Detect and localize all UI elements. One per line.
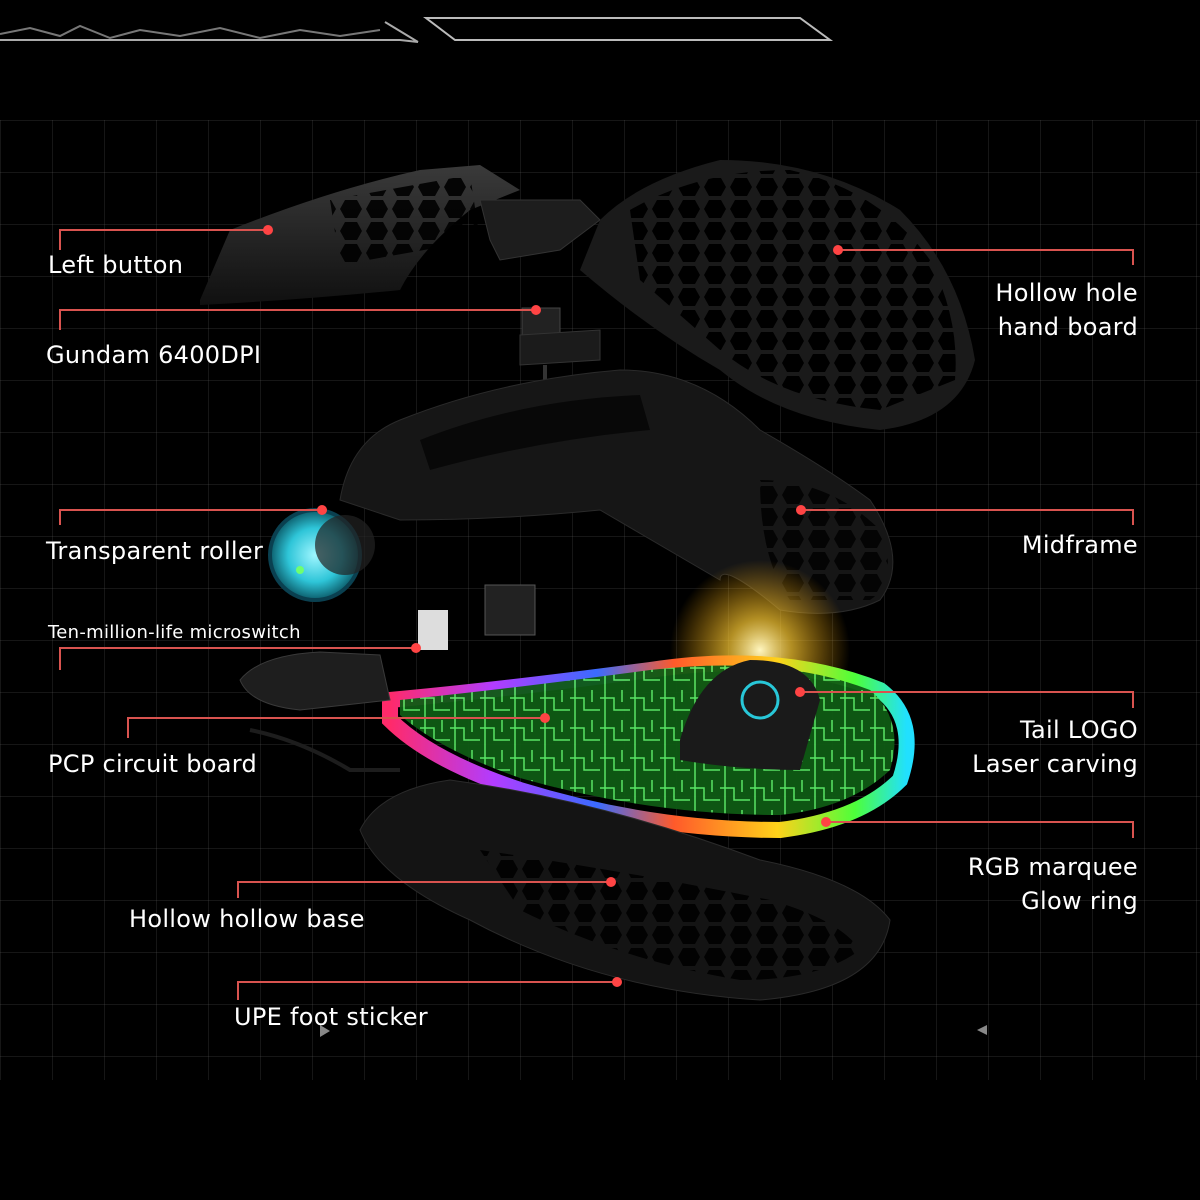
pcb-and-rgb-ring	[382, 584, 915, 839]
label-midframe: Midframe	[1021, 531, 1138, 559]
label-gundam-sensor: Gundam 6400DPI	[46, 341, 262, 369]
label-rgb-line1: RGB marquee	[967, 853, 1138, 881]
roller-part	[268, 508, 375, 602]
label-tail-logo-line2: Laser carving	[972, 750, 1138, 778]
leader-dots	[263, 225, 843, 987]
label-pcb: PCP circuit board	[48, 750, 258, 778]
back-arrow-icon	[977, 1025, 987, 1035]
label-left-button: Left button	[48, 251, 184, 279]
play-arrow-icon	[320, 1025, 330, 1037]
label-tail-logo-line1: Tail LOGO	[1020, 716, 1138, 744]
label-foot-sticker: UPE foot sticker	[234, 1003, 428, 1031]
label-hand-board-line1: Hollow hole	[995, 279, 1138, 307]
left-button-part	[200, 165, 601, 305]
leader-lines	[59, 229, 1134, 1000]
header-decoration	[0, 17, 834, 43]
label-rgb-line2: Glow ring	[1021, 887, 1138, 915]
label-hollow-base: Hollow hollow base	[129, 905, 365, 933]
label-hand-board-line2: hand board	[997, 313, 1138, 341]
label-microswitch: Ten-million-life microswitch	[48, 622, 301, 643]
side-button-part	[239, 651, 400, 772]
hand-board-part	[580, 160, 975, 430]
label-transparent-roller: Transparent roller	[46, 537, 264, 565]
